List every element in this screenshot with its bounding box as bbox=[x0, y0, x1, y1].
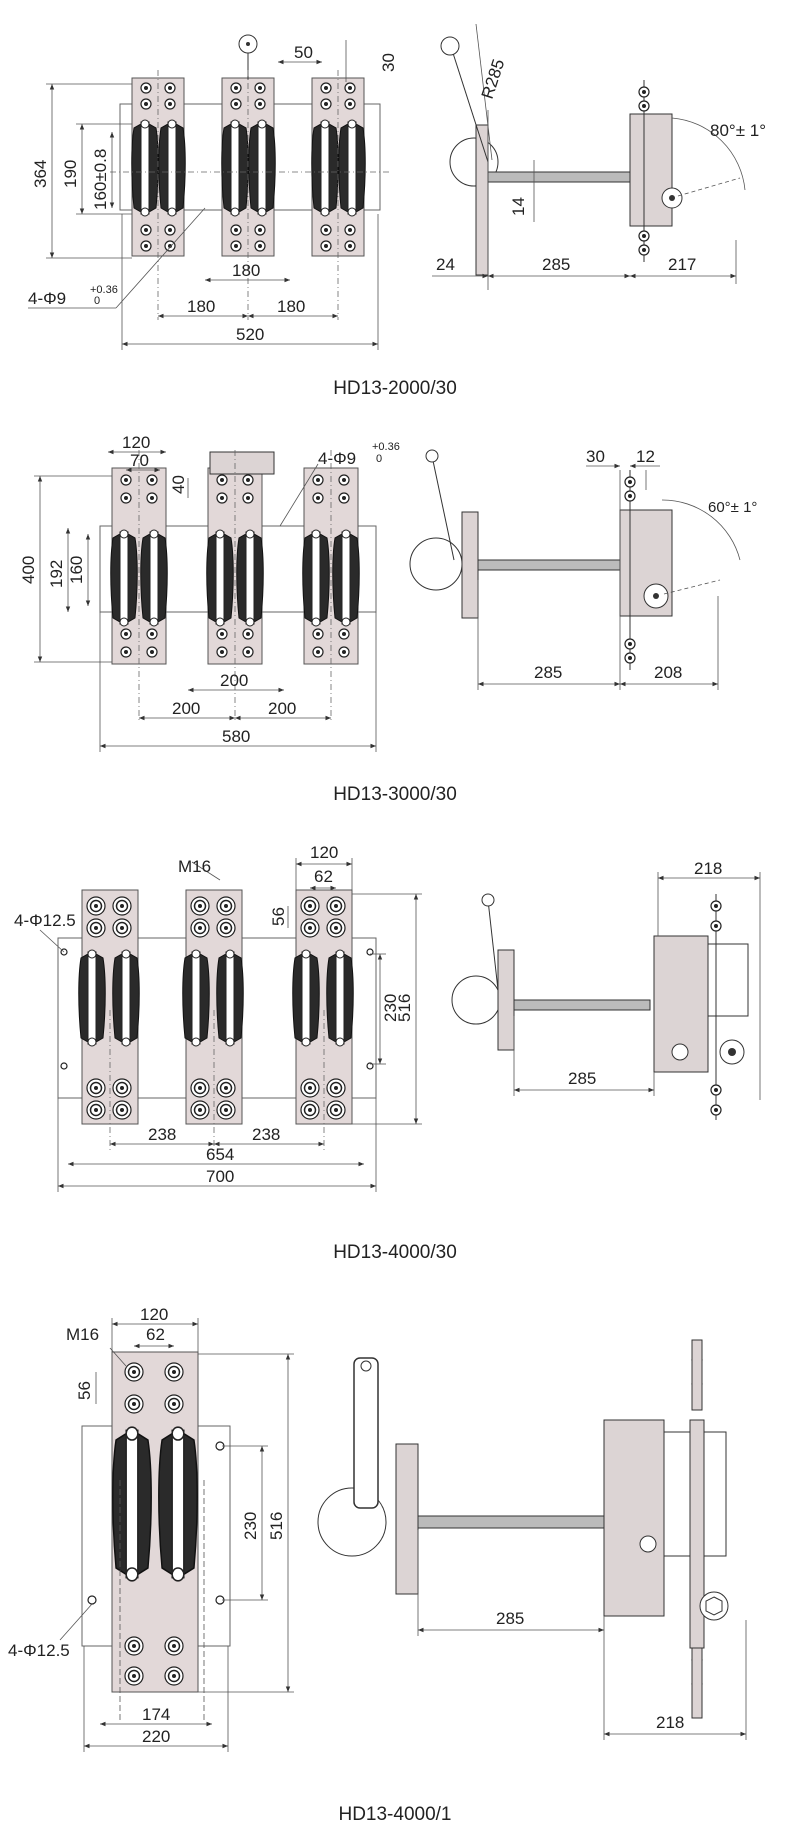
angle-60: 60°± 1° bbox=[708, 499, 757, 516]
dim-285: 285 bbox=[542, 255, 570, 274]
dim-12: 12 bbox=[636, 447, 655, 466]
dim-50: 50 bbox=[294, 43, 313, 62]
dim-62: 62 bbox=[314, 867, 333, 886]
hd13-3000-side-dimensions: 30 12 60°± 1° 285 208 bbox=[478, 447, 757, 690]
dim-174: 174 bbox=[142, 1705, 170, 1724]
hd13-2000-front-view bbox=[110, 34, 390, 320]
hd13-2000-side-view bbox=[440, 23, 746, 290]
dim-654: 654 bbox=[206, 1145, 234, 1164]
hd13-4000-1-side-view bbox=[317, 1339, 729, 1740]
dim-580: 580 bbox=[222, 727, 250, 746]
dim-190: 190 bbox=[61, 160, 80, 188]
hole-callout: 4-Φ9 bbox=[318, 449, 356, 468]
hd13-3000-side-view bbox=[409, 449, 741, 690]
dim-285: 285 bbox=[568, 1069, 596, 1088]
hd13-4000-1-side-dimensions: 285 218 bbox=[418, 1609, 747, 1740]
dim-285: 285 bbox=[534, 663, 562, 682]
hd13-4000-30-side-dimensions: 218 285 bbox=[514, 859, 761, 1100]
caption-hd13-2000: HD13-2000/30 bbox=[333, 378, 457, 399]
dim-200-left: 200 bbox=[172, 699, 200, 718]
dim-208: 208 bbox=[654, 663, 682, 682]
dim-238-right: 238 bbox=[252, 1125, 280, 1144]
dim-30: 30 bbox=[379, 53, 398, 72]
hd13-4000-30-side-view bbox=[451, 893, 749, 1120]
hd13-2000-front-dimensions: 50 30 364 190 160±0.8 4-Φ9 +0.36 0 180 1… bbox=[28, 40, 398, 350]
dim-120: 120 bbox=[140, 1305, 168, 1324]
operating-handle bbox=[353, 1357, 379, 1509]
dim-180-left: 180 bbox=[187, 297, 215, 316]
operating-rod bbox=[513, 999, 651, 1011]
dim-180-right: 180 bbox=[277, 297, 305, 316]
dim-230: 230 bbox=[241, 1512, 260, 1540]
caption-hd13-4000-1: HD13-4000/1 bbox=[338, 1804, 452, 1825]
dim-160: 160 bbox=[67, 556, 86, 584]
dim-700: 700 bbox=[206, 1167, 234, 1186]
dim-160: 160±0.8 bbox=[91, 149, 110, 210]
dim-24: 24 bbox=[436, 255, 455, 274]
dim-30: 30 bbox=[586, 447, 605, 466]
dim-120: 120 bbox=[310, 843, 338, 862]
dim-62: 62 bbox=[146, 1325, 165, 1344]
dim-56: 56 bbox=[269, 907, 288, 926]
dim-200-center: 200 bbox=[220, 671, 248, 690]
dim-200-right: 200 bbox=[268, 699, 296, 718]
handle-hub bbox=[409, 537, 463, 591]
svg-text:+0.36: +0.36 bbox=[372, 441, 400, 453]
hole-callout: 4-Φ12.5 bbox=[8, 1641, 70, 1660]
hole-callout: 4-Φ12.5 bbox=[14, 911, 76, 930]
dim-220: 220 bbox=[142, 1727, 170, 1746]
hd13-3000-front-dimensions: 120 70 40 4-Φ9 +0.36 0 400 192 160 200 2… bbox=[19, 433, 400, 752]
dim-r285: R285 bbox=[478, 57, 509, 102]
dim-364: 364 bbox=[31, 160, 50, 188]
svg-text:+0.36: +0.36 bbox=[90, 284, 118, 296]
handle-knob-icon bbox=[440, 36, 460, 56]
dim-120: 120 bbox=[122, 433, 150, 452]
svg-text:0: 0 bbox=[94, 295, 100, 307]
hd13-4000-30-front-view bbox=[57, 889, 377, 1150]
dim-218: 218 bbox=[694, 859, 722, 878]
hd13-4000-30-front-dimensions: 120 M16 62 56 4-Φ12.5 230 516 238 238 65… bbox=[14, 843, 422, 1192]
thread-m16: M16 bbox=[178, 857, 211, 876]
dim-192: 192 bbox=[47, 560, 66, 588]
dim-400: 400 bbox=[19, 556, 38, 584]
dim-40: 40 bbox=[169, 475, 188, 494]
thread-m16: M16 bbox=[66, 1325, 99, 1344]
caption-hd13-3000: HD13-3000/30 bbox=[333, 784, 457, 805]
dim-14: 14 bbox=[509, 197, 528, 216]
dim-180-center: 180 bbox=[232, 261, 260, 280]
dim-520: 520 bbox=[236, 325, 264, 344]
dim-230: 230 bbox=[381, 994, 400, 1022]
dim-285: 285 bbox=[496, 1609, 524, 1628]
dim-56: 56 bbox=[75, 1381, 94, 1400]
mechanism-box bbox=[603, 1419, 665, 1617]
caption-hd13-4000-30: HD13-4000/30 bbox=[333, 1242, 457, 1263]
angle-80: 80°± 1° bbox=[710, 121, 766, 140]
dim-516: 516 bbox=[395, 994, 414, 1022]
dim-217: 217 bbox=[668, 255, 696, 274]
dim-218: 218 bbox=[656, 1713, 684, 1732]
hd13-4000-1-front-dimensions: 120 62 M16 56 230 516 4-Φ12.5 174 220 bbox=[8, 1305, 294, 1752]
dim-70: 70 bbox=[130, 451, 149, 470]
svg-text:0: 0 bbox=[376, 453, 382, 465]
operating-rod bbox=[477, 559, 621, 571]
dim-516: 516 bbox=[267, 1512, 286, 1540]
handle-hub bbox=[451, 975, 501, 1025]
operating-rod bbox=[417, 1515, 605, 1529]
hd13-3000-front-view bbox=[99, 450, 377, 722]
mechanism-box bbox=[629, 113, 673, 227]
hd13-2000-side-dimensions: R285 80°± 1° 14 24 285 217 bbox=[432, 57, 766, 284]
hole-callout: 4-Φ9 bbox=[28, 289, 66, 308]
dim-238-left: 238 bbox=[148, 1125, 176, 1144]
hd13-4000-1-front-view bbox=[81, 1351, 231, 1720]
